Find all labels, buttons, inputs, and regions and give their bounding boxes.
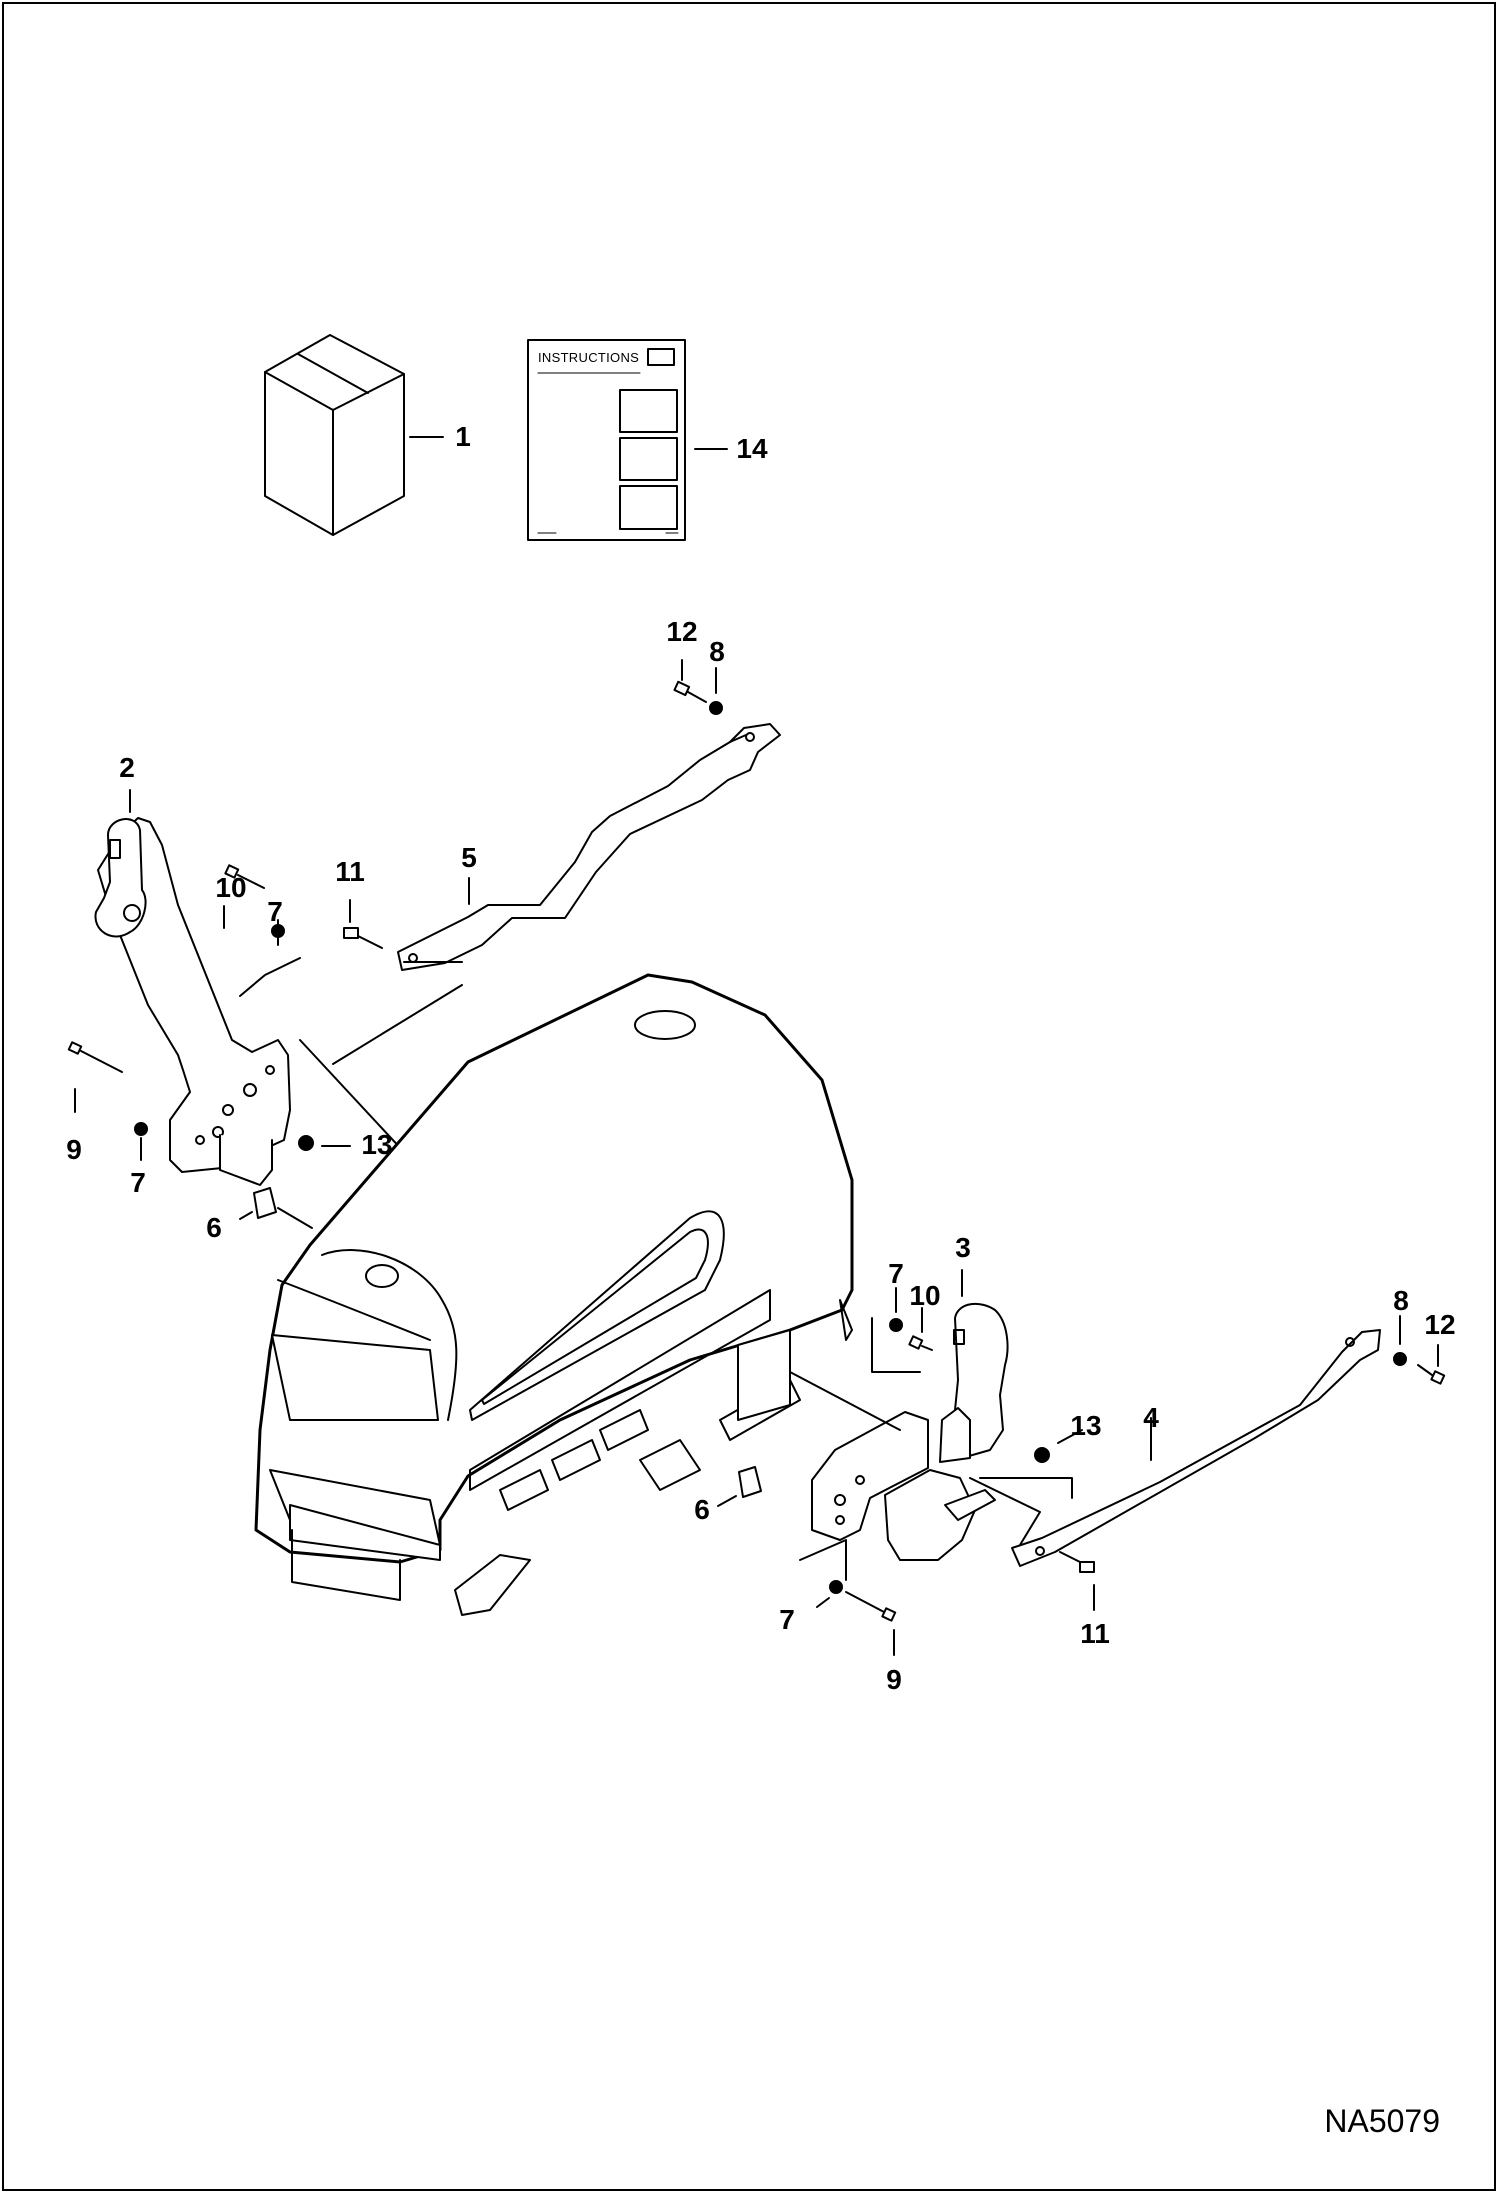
callout-9-left: 9	[66, 1134, 82, 1165]
nut-7-right-top	[889, 1318, 903, 1332]
callout-13-right: 13	[1070, 1410, 1102, 1441]
nut-7-left-top	[271, 924, 285, 938]
callout-5: 5	[461, 842, 477, 873]
nut-7-left-bottom	[134, 1122, 148, 1136]
washer-8-top	[709, 701, 723, 715]
callout-14: 14	[736, 433, 768, 464]
callout-7-right-bottom: 7	[779, 1604, 795, 1635]
parts-box	[264, 334, 405, 536]
instruction-sheet-title: INSTRUCTIONS	[538, 350, 640, 365]
bar-5	[397, 723, 781, 971]
callout-10-right: 10	[909, 1280, 941, 1311]
bar-4	[1011, 1329, 1381, 1567]
spacer-6-right	[738, 1466, 762, 1498]
bolt-12-right	[1417, 1364, 1446, 1385]
washer-8-right	[1393, 1352, 1407, 1366]
callout-8-top: 8	[709, 636, 725, 667]
bolt-12-top	[673, 680, 707, 703]
bolt-11-left	[343, 927, 383, 949]
callout-9-right: 9	[886, 1664, 902, 1695]
callout-10-left: 10	[215, 872, 247, 903]
callout-11-right: 11	[1080, 1618, 1110, 1649]
callout-8-right: 8	[1393, 1285, 1409, 1316]
nut-13-right	[1034, 1447, 1050, 1463]
callout-1: 1	[455, 421, 471, 452]
callout-7-right-top: 7	[888, 1258, 904, 1289]
callout-13-left: 13	[361, 1129, 393, 1160]
callout-11-left: 11	[335, 856, 365, 887]
bolt-10-right	[908, 1335, 933, 1351]
callout-12-top: 12	[666, 616, 698, 647]
bolt-11-right	[1059, 1551, 1095, 1573]
bracket-2	[94, 817, 291, 1186]
bolt-9-right	[845, 1591, 897, 1622]
spacer-6-left	[253, 1187, 277, 1219]
callout-7-left-bottom: 7	[130, 1167, 146, 1198]
nut-13-left	[298, 1135, 314, 1151]
callout-6-right: 6	[694, 1494, 710, 1525]
callout-3: 3	[955, 1232, 971, 1263]
callout-12-right: 12	[1424, 1309, 1456, 1340]
instruction-sheet	[527, 339, 686, 541]
bolt-10-left	[224, 864, 265, 889]
bracket-3	[811, 1302, 1009, 1561]
callout-2: 2	[119, 752, 135, 783]
callout-6-left: 6	[206, 1212, 222, 1243]
drawing-number: NA5079	[1324, 2103, 1440, 2139]
hood	[254, 973, 854, 1616]
callout-4: 4	[1143, 1402, 1159, 1433]
nut-7-right-bottom	[829, 1580, 843, 1594]
bolt-9-left	[67, 1041, 123, 1073]
callout-7-left-top: 7	[267, 896, 283, 927]
